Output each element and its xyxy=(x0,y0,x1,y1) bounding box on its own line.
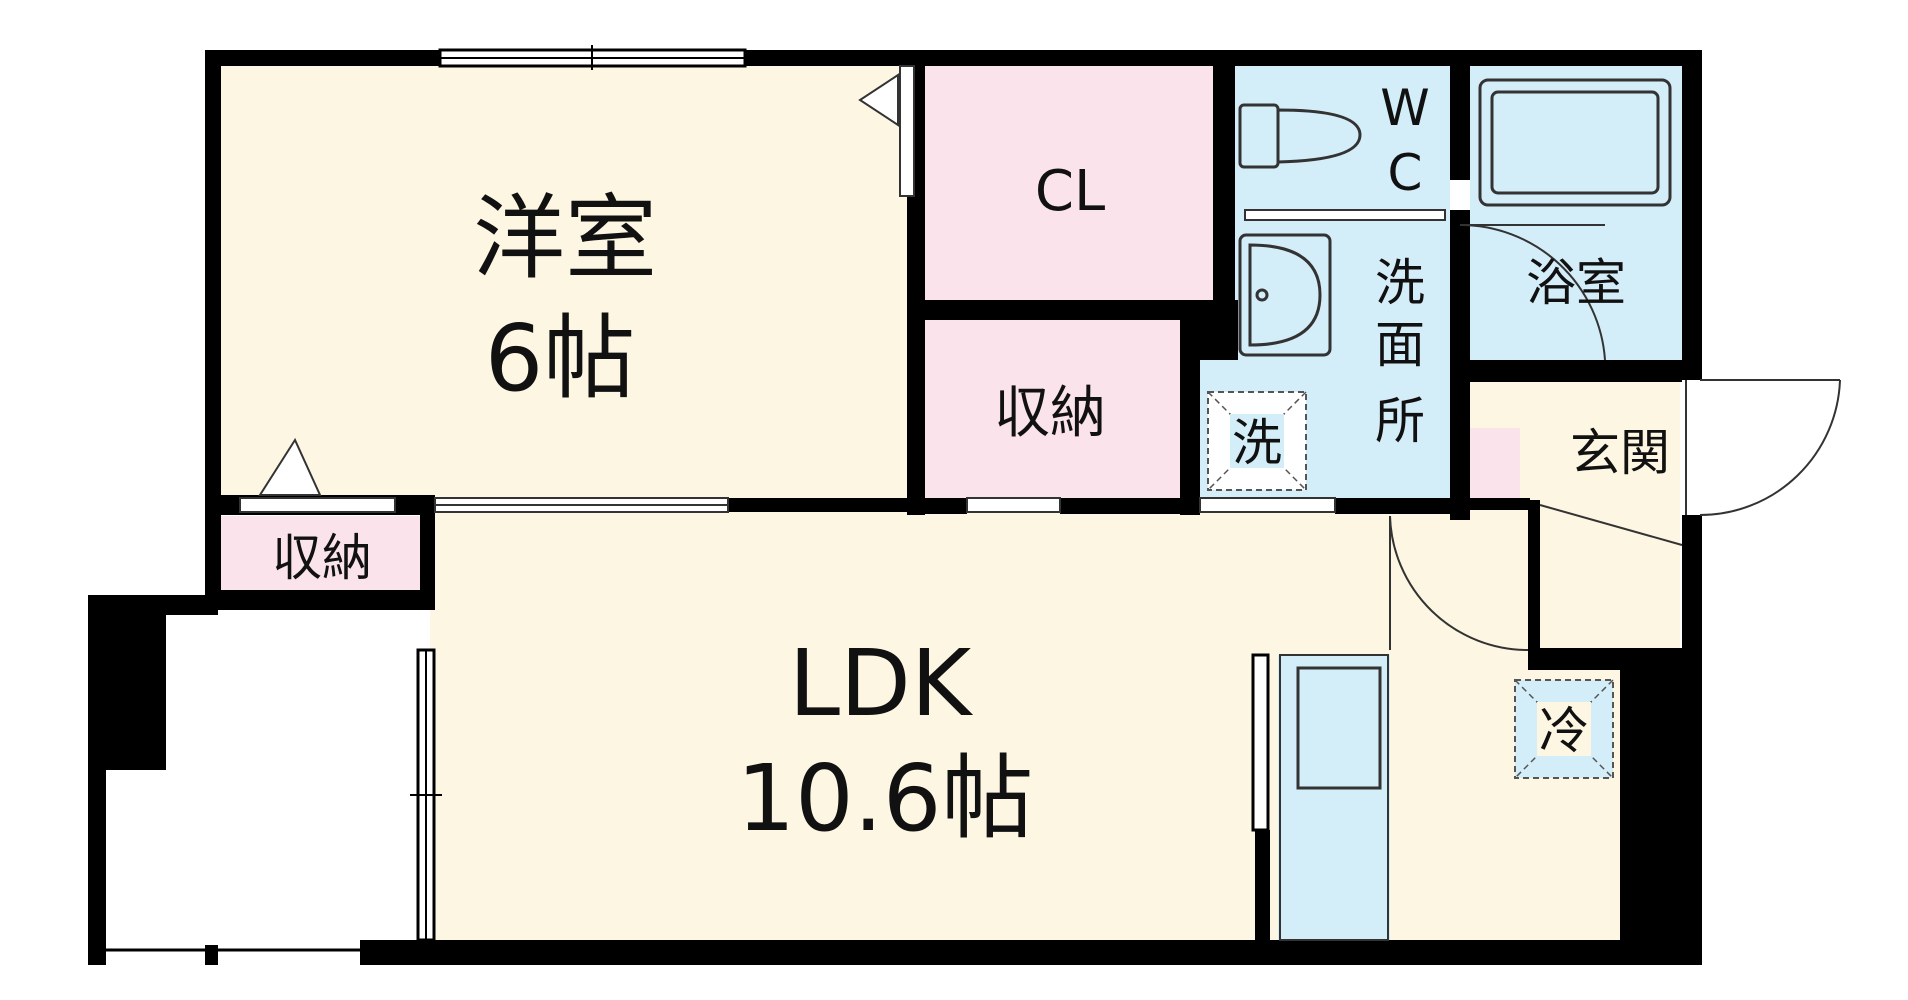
western-room-size: 6帖 xyxy=(485,305,636,412)
washroom-label-1: 洗 xyxy=(1375,254,1425,312)
closet-label: CL xyxy=(1035,159,1105,224)
washroom-label-3: 所 xyxy=(1375,392,1425,450)
walls xyxy=(88,50,1702,965)
bathtub-icon xyxy=(1478,78,1672,207)
room-labels: 洋室 6帖 LDK 10.6帖 CL 収納 収納 W C 洗 面 所 浴室 玄関… xyxy=(272,79,1670,852)
window-kitchen xyxy=(1251,653,1270,832)
floor-fills xyxy=(105,65,1682,950)
storage-center-label: 収納 xyxy=(994,381,1106,446)
kitchen-counter xyxy=(1278,655,1390,940)
ldk-size: 10.6帖 xyxy=(737,745,1034,852)
closet-floor xyxy=(925,65,1213,300)
ldk-name: LDK xyxy=(789,630,974,737)
fixtures xyxy=(258,73,1672,941)
entrance-label: 玄関 xyxy=(1570,424,1670,482)
storage-left-floor xyxy=(220,516,420,592)
toilet-floor xyxy=(1235,65,1450,220)
bathroom-floor xyxy=(1470,65,1682,360)
vent-triangle-icon xyxy=(258,437,322,496)
toilet-label-c: C xyxy=(1388,144,1423,202)
toilet-icon xyxy=(1238,103,1362,169)
wash-basin-icon xyxy=(1238,233,1332,357)
washer-label: 洗 xyxy=(1232,414,1282,472)
storage-left-label: 収納 xyxy=(272,529,372,587)
windows xyxy=(410,45,1270,942)
western-room-name: 洋室 xyxy=(473,185,657,292)
vent-triangle-icon xyxy=(858,73,899,127)
washroom-label-2: 面 xyxy=(1375,316,1425,374)
storage-center-floor xyxy=(925,320,1180,500)
fridge-icon xyxy=(1514,679,1614,779)
bathroom-label: 浴室 xyxy=(1526,254,1626,312)
doors xyxy=(105,65,1841,965)
washer-icon xyxy=(1207,391,1307,491)
fridge-label: 冷 xyxy=(1539,702,1589,760)
entrance-floor xyxy=(1460,380,1680,650)
ldk-floor xyxy=(430,510,1625,940)
western-room-floor xyxy=(220,65,910,500)
kitchen-sink-icon xyxy=(1279,654,1389,941)
toilet-label-w: W xyxy=(1380,79,1429,137)
